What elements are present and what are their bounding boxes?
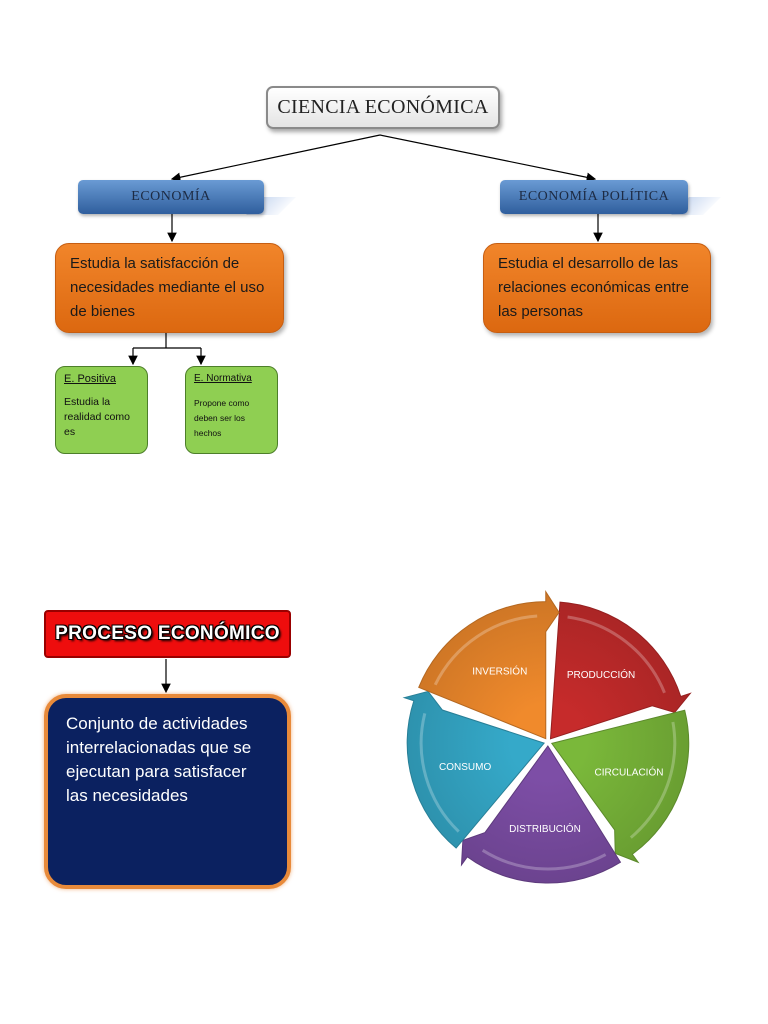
main-title: CIENCIA ECONÓMICA (266, 86, 500, 129)
cycle-label-5: INVERSIÓN (472, 665, 527, 678)
cycle-segment-3 (460, 745, 622, 884)
cycle-segment-highlight (433, 614, 538, 686)
cycle-segment-4 (402, 690, 546, 849)
normativa-description: Propone como deben ser los hechos (194, 398, 250, 438)
positiva-description: Estudia la realidad como es (64, 396, 130, 438)
positiva-box: E. Positiva Estudia la realidad como es (55, 366, 148, 454)
cycle-label-3: DISTRIBUCIÓN (509, 822, 581, 835)
cycle-segment-highlight (481, 849, 607, 871)
cycle-segment-highlight (567, 615, 666, 694)
cycle-segment-1 (549, 601, 692, 740)
branch-connector (128, 333, 206, 366)
proceso-title: PROCESO ECONÓMICO (44, 610, 291, 658)
economia-politica-bar: ECONOMÍA POLÍTICA (500, 180, 688, 214)
positiva-title: E. Positiva (64, 373, 116, 385)
cycle-segment-highlight (629, 721, 677, 839)
economia-description: Estudia la satisfacción de necesidades m… (55, 243, 284, 333)
cycle-label-4: CONSUMO (439, 762, 491, 773)
economia-politica-description: Estudia el desarrollo de las relaciones … (483, 243, 711, 333)
proceso-description: Conjunto de actividades interrelacionada… (44, 694, 291, 889)
normativa-title: E. Normativa (194, 373, 252, 384)
cycle-segment-highlight (419, 712, 460, 833)
cycle-label-2: CIRCULACIÓN (595, 765, 664, 778)
normativa-box: E. Normativa Propone como deben ser los … (185, 366, 278, 454)
arrow-title-to-politica (379, 134, 597, 183)
economia-bar: ECONOMÍA (78, 180, 264, 214)
cycle-segment-2 (550, 709, 690, 864)
cycle-segment-5 (418, 589, 560, 740)
cycle-label-1: PRODUCCIÓN (567, 668, 635, 681)
arrow-title-to-economia (170, 134, 381, 182)
